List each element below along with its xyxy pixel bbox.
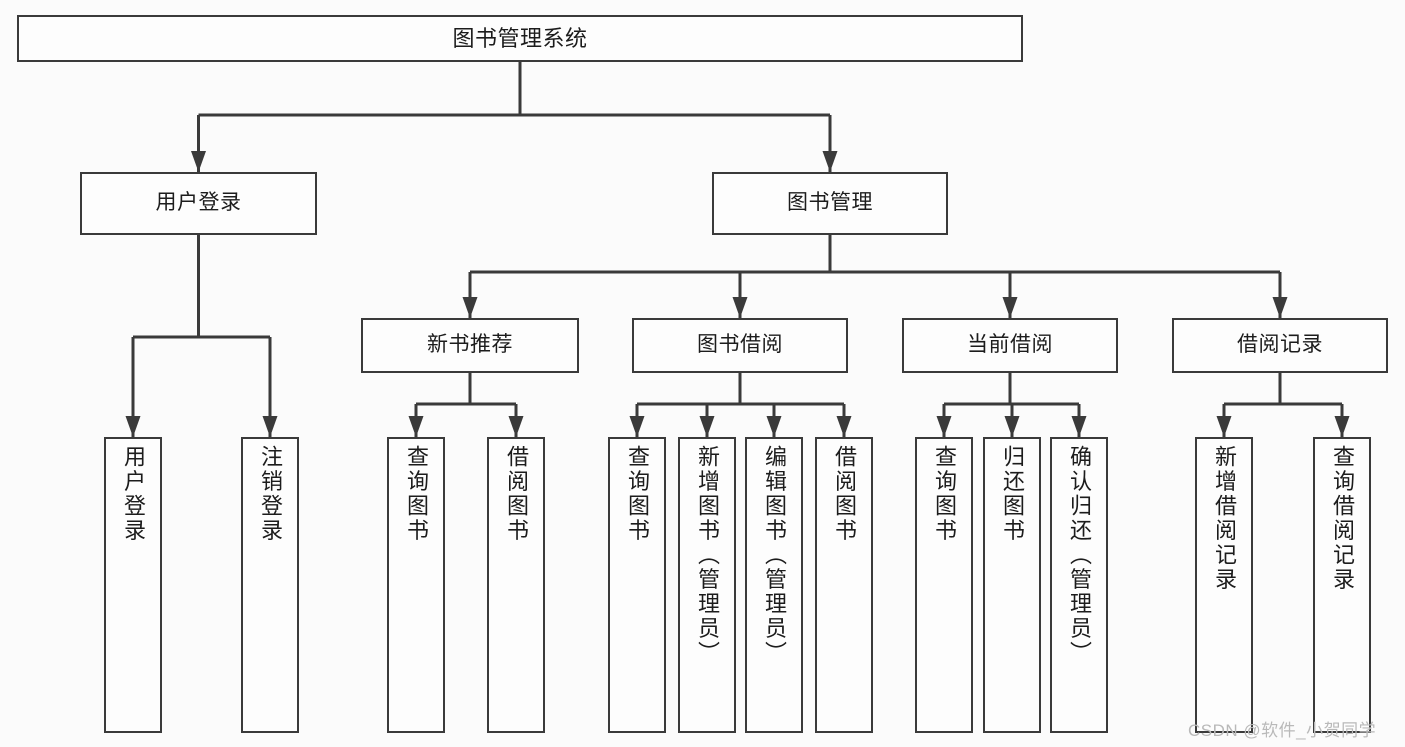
arrow-head-leaf-new-2 [508, 416, 524, 437]
arrow-head-leaf-cur-2 [1004, 416, 1020, 437]
node-leaf-borrow-4[interactable]: 借阅图书 [815, 437, 873, 733]
arrow-head-leaf-borrow-3 [766, 416, 782, 437]
node-leaf-cur-1[interactable]: 查询图书 [915, 437, 973, 733]
arrow-head-leaf-borrow-2 [699, 416, 715, 437]
node-leaf-cur-3[interactable]: 确认归还（管理员） [1050, 437, 1108, 733]
arrow-head-records [1272, 297, 1288, 318]
node-label: 图书管理 [787, 191, 873, 215]
node-current[interactable]: 当前借阅 [902, 318, 1118, 373]
node-label: 编辑图书（管理员） [762, 445, 787, 666]
node-records[interactable]: 借阅记录 [1172, 318, 1388, 373]
node-label: 新书推荐 [427, 333, 513, 357]
node-leaf-borrow-1[interactable]: 查询图书 [608, 437, 666, 733]
arrow-head-leaf-borrow-4 [836, 416, 852, 437]
node-root[interactable]: 图书管理系统 [17, 15, 1023, 62]
node-label: 新增图书（管理员） [695, 445, 720, 666]
arrow-head-leaf-new-1 [408, 416, 424, 437]
node-label: 查询图书 [625, 445, 650, 543]
node-label: 图书管理系统 [452, 25, 588, 51]
node-login[interactable]: 用户登录 [80, 172, 317, 235]
arrow-head-current [1002, 297, 1018, 318]
node-bookmgmt[interactable]: 图书管理 [712, 172, 948, 235]
node-label: 查询借阅记录 [1330, 445, 1355, 592]
node-leaf-new-2[interactable]: 借阅图书 [487, 437, 545, 733]
node-label: 用户登录 [155, 191, 242, 215]
node-borrow[interactable]: 图书借阅 [632, 318, 848, 373]
node-label: 查询图书 [932, 445, 957, 543]
node-label: 用户登录 [121, 445, 146, 543]
arrow-head-leaf-login-1 [125, 416, 141, 437]
node-label: 借阅图书 [504, 445, 529, 543]
node-label: 注销登录 [258, 445, 283, 543]
node-label: 借阅记录 [1237, 333, 1323, 357]
node-leaf-rec-2[interactable]: 查询借阅记录 [1313, 437, 1371, 733]
arrow-head-leaf-borrow-1 [629, 416, 645, 437]
node-leaf-login-2[interactable]: 注销登录 [241, 437, 299, 733]
arrow-head-leaf-cur-3 [1071, 416, 1087, 437]
arrow-head-borrow [732, 297, 748, 318]
node-label: 借阅图书 [832, 445, 857, 543]
arrow-head-login [191, 151, 206, 172]
node-leaf-borrow-2[interactable]: 新增图书（管理员） [678, 437, 736, 733]
node-leaf-cur-2[interactable]: 归还图书 [983, 437, 1041, 733]
arrow-head-newbook [462, 297, 478, 318]
node-leaf-new-1[interactable]: 查询图书 [387, 437, 445, 733]
watermark: CSDN @软件_小贺同学 [1188, 721, 1377, 740]
arrow-head-leaf-login-2 [262, 416, 278, 437]
node-label: 查询图书 [404, 445, 429, 543]
arrow-head-leaf-rec-2 [1334, 416, 1350, 437]
node-newbook[interactable]: 新书推荐 [361, 318, 579, 373]
arrow-head-leaf-cur-1 [936, 416, 952, 437]
node-leaf-borrow-3[interactable]: 编辑图书（管理员） [745, 437, 803, 733]
node-label: 新增借阅记录 [1212, 445, 1237, 592]
node-label: 图书借阅 [697, 333, 783, 357]
node-label: 确认归还（管理员） [1067, 445, 1092, 666]
node-label: 当前借阅 [967, 333, 1053, 357]
arrow-head-leaf-rec-1 [1216, 416, 1232, 437]
node-leaf-rec-1[interactable]: 新增借阅记录 [1195, 437, 1253, 733]
node-label: 归还图书 [1000, 445, 1025, 543]
arrow-head-bookmgmt [822, 151, 838, 172]
node-leaf-login-1[interactable]: 用户登录 [104, 437, 162, 733]
